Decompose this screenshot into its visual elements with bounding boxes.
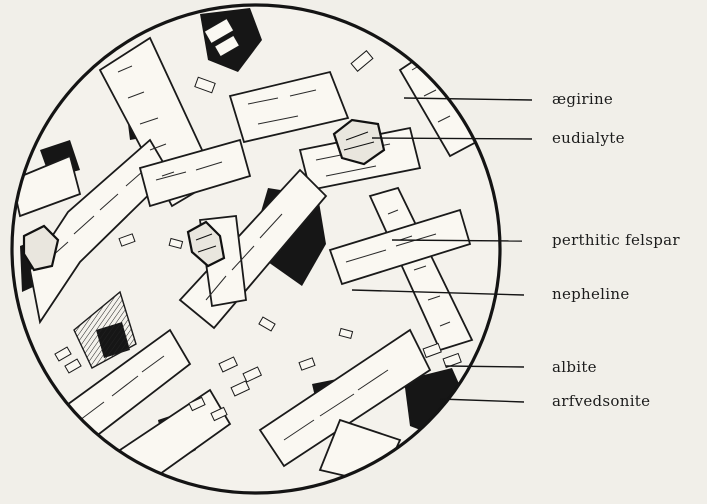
label-albite: albite bbox=[552, 360, 597, 375]
thin-section-field bbox=[0, 0, 520, 504]
label-aegirine: ægirine bbox=[552, 92, 613, 107]
label-arfvedsonite: arfvedsonite bbox=[552, 394, 650, 409]
label-perthitic-felspar: perthitic felspar bbox=[552, 233, 680, 248]
leader-line-perthitic bbox=[392, 240, 522, 241]
leader-line-albite bbox=[446, 366, 524, 367]
label-nepheline: nepheline bbox=[552, 287, 630, 302]
leader-line-arfvedsonite bbox=[440, 399, 524, 402]
label-eudialyte: eudialyte bbox=[552, 131, 625, 146]
leader-line-eudialyte bbox=[372, 138, 532, 139]
